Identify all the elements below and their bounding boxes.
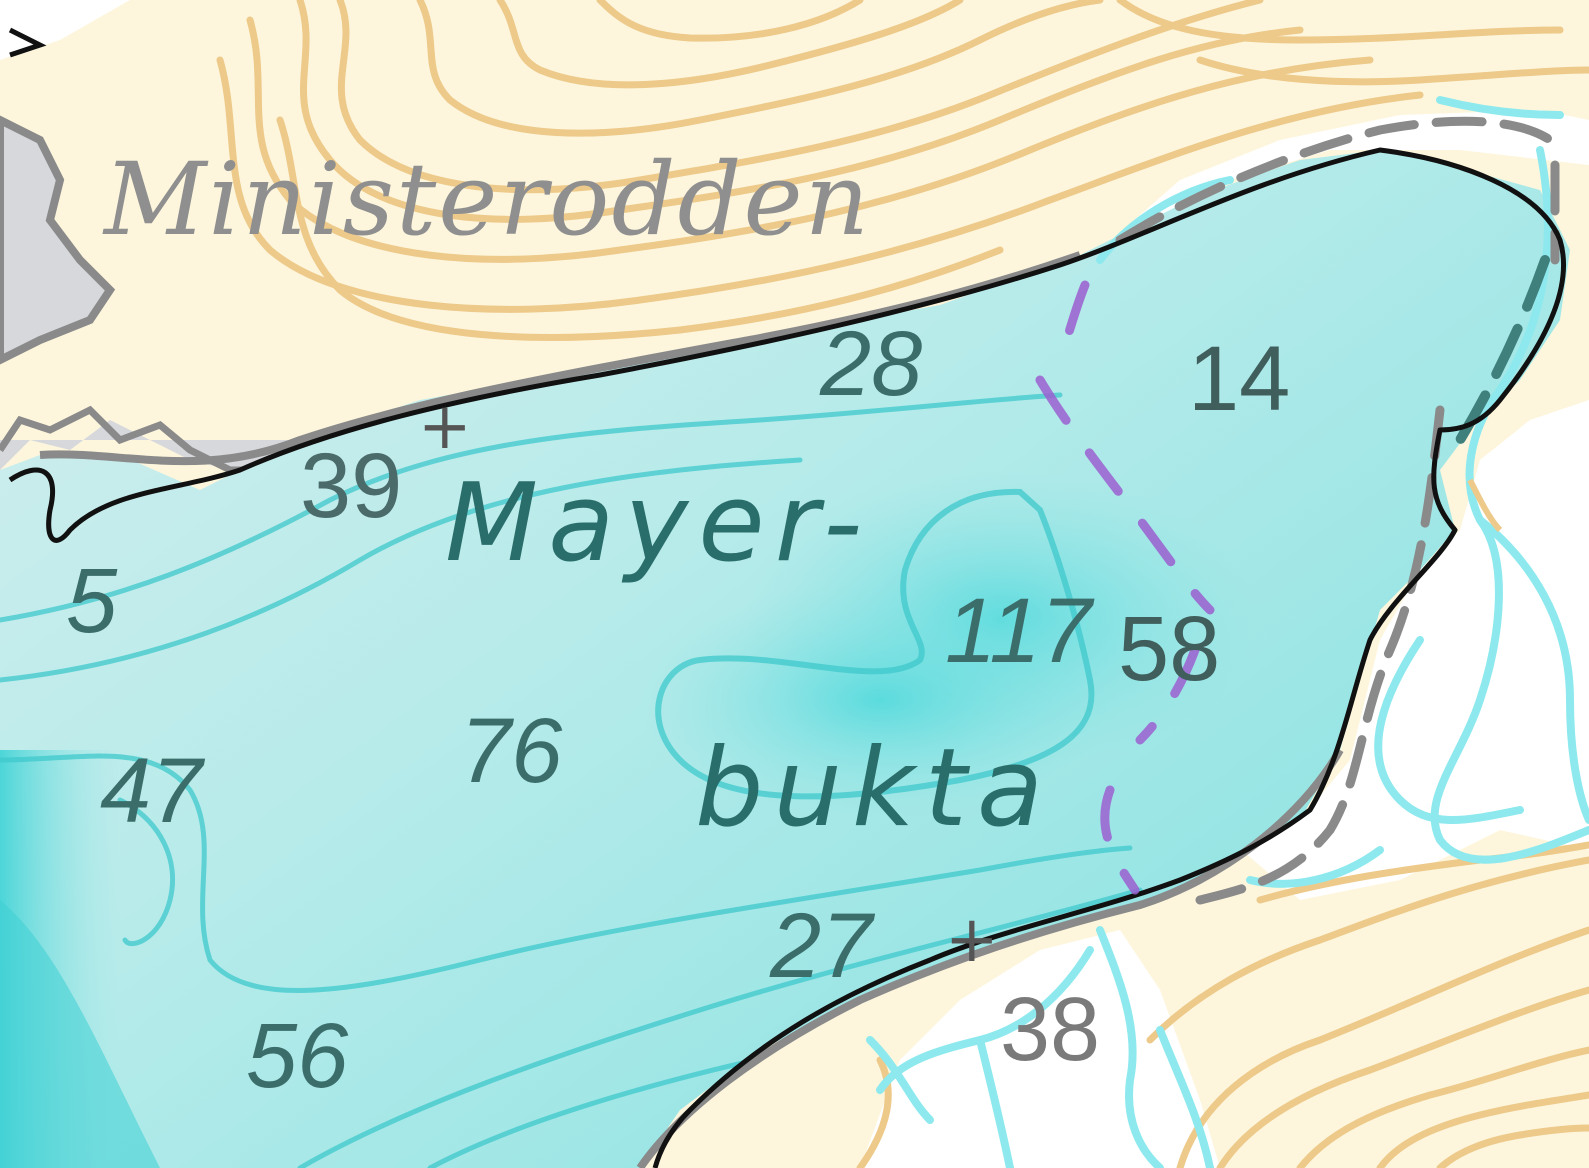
height-label: 14 (1188, 328, 1291, 430)
depth-label: 39 (300, 435, 403, 537)
depth-label: 28 (820, 313, 923, 415)
depth-label: 117 (945, 580, 1092, 682)
place-name-mayerbukta-line2: bukta (695, 726, 1054, 851)
place-name-ministerodden: Ministerodden (104, 141, 872, 258)
depth-label: 56 (246, 1005, 349, 1107)
place-name-mayerbukta-line1: Mayer- (445, 461, 873, 586)
depth-label: 5 (66, 550, 118, 652)
spot-marker: + (945, 903, 999, 977)
height-label: 58 (1118, 598, 1221, 700)
depth-label: 76 (460, 700, 563, 802)
depth-label: 47 (100, 740, 203, 842)
height-label: 38 (1000, 980, 1101, 1080)
depth-label: 27 (770, 895, 873, 997)
spot-marker: + (418, 390, 472, 464)
